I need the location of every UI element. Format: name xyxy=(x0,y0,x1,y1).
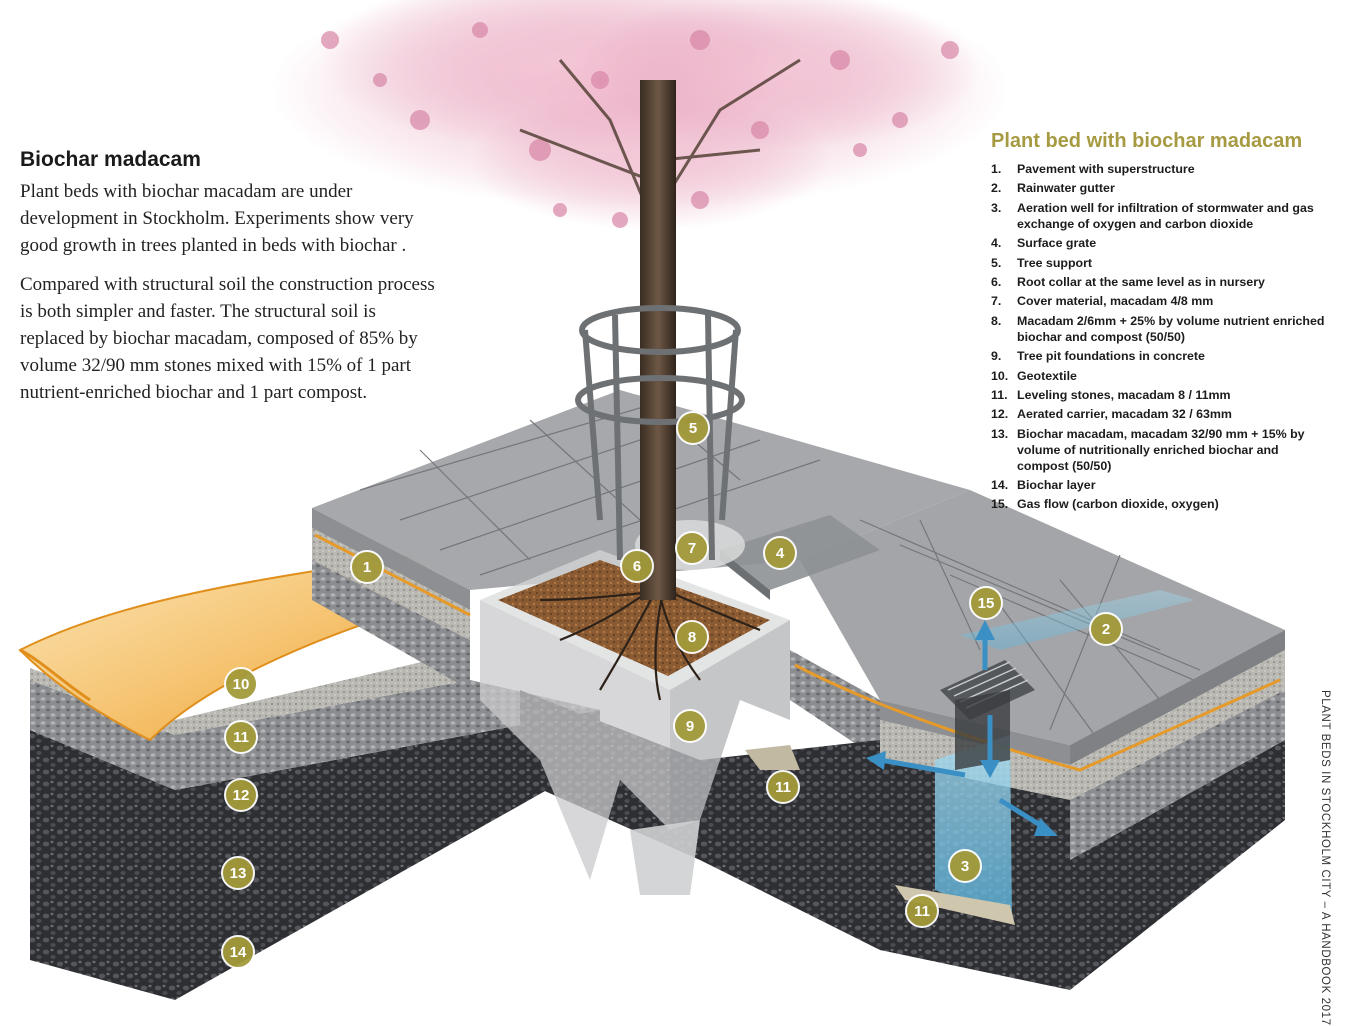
callout-badge-10: 10 xyxy=(224,667,258,701)
legend-item-text: Tree pit foundations in concrete xyxy=(1017,349,1205,364)
callout-badge-11a: 11 xyxy=(224,720,258,754)
legend-item-number: 2. xyxy=(991,181,1002,196)
legend-item-text: Gas flow (carbon dioxide, oxygen) xyxy=(1017,497,1219,512)
callout-badge-label: 11 xyxy=(914,903,930,920)
callout-badge-1: 1 xyxy=(350,550,384,584)
legend-item-text: Macadam 2/6mm + 25% by volume nutrient e… xyxy=(1017,313,1325,344)
legend-item-text: Cover material, macadam 4/8 mm xyxy=(1017,294,1214,309)
callout-badge-13: 13 xyxy=(221,856,255,890)
legend-item: 8. Macadam 2/6mm + 25% by volume nutrient… xyxy=(991,313,1331,345)
legend-item-text: Pavement with superstructure xyxy=(1017,162,1195,176)
legend-item: 2. Rainwater gutter xyxy=(991,180,1331,196)
legend-item-number: 3. xyxy=(991,200,1002,215)
legend-item-text: Leveling stones, macadam 8 / 11mm xyxy=(1017,387,1231,402)
callout-badge-label: 3 xyxy=(961,858,969,875)
callout-badge-label: 13 xyxy=(230,865,247,882)
intro-paragraph-1: Plant beds with biochar macadam are unde… xyxy=(20,181,414,256)
legend-item: 15. Gas flow (carbon dioxide, oxygen) xyxy=(991,496,1331,512)
legend-item: 10. Geotextile xyxy=(991,368,1331,384)
legend-item-number: 8. xyxy=(991,313,1002,328)
callout-badge-label: 8 xyxy=(688,629,696,646)
legend-item-text: Geotextile xyxy=(1017,368,1077,383)
callout-badge-label: 9 xyxy=(686,718,694,735)
callout-badge-label: 4 xyxy=(776,545,785,562)
legend-title: Plant bed with biochar madacam xyxy=(991,130,1303,152)
callout-badge-label: 12 xyxy=(233,787,250,804)
legend-item-text: Surface grate xyxy=(1017,236,1097,251)
legend-list: 1. Pavement with superstructure 2. Rainwate… xyxy=(991,161,1331,512)
callout-badge-label: 1 xyxy=(363,559,371,576)
legend-item-text: Biochar layer xyxy=(1017,478,1096,493)
callout-badge-11b: 11 xyxy=(766,770,800,804)
legend-item: 11. Leveling stones, macadam 8 / 11mm xyxy=(991,387,1331,403)
legend-item-text: Root collar at the same level as in nurs… xyxy=(1017,274,1265,289)
legend-item-text: Tree support xyxy=(1017,255,1093,270)
legend-item: 7. Cover material, macadam 4/8 mm xyxy=(991,293,1331,309)
callout-badge-12: 12 xyxy=(224,778,258,812)
legend-item: 6. Root collar at the same level as in nu… xyxy=(991,274,1331,290)
callout-badge-9: 9 xyxy=(673,709,707,743)
legend-item-number: 15. xyxy=(991,497,1009,512)
callout-badge-2: 2 xyxy=(1089,612,1123,646)
legend-item: 1. Pavement with superstructure xyxy=(991,161,1331,177)
callout-badge-label: 11 xyxy=(233,729,249,746)
legend-item-text: Rainwater gutter xyxy=(1017,181,1115,196)
legend-item-text: Biochar macadam, macadam 32/90 mm + 15% … xyxy=(1017,426,1305,473)
callout-badge-label: 15 xyxy=(978,595,995,612)
callout-badge-label: 10 xyxy=(233,676,250,693)
legend-item: 9. Tree pit foundations in concrete xyxy=(991,348,1331,364)
legend-item-number: 7. xyxy=(991,294,1002,309)
callout-badge-label: 5 xyxy=(689,420,697,437)
tree-trunk xyxy=(640,80,676,600)
callout-badge-label: 11 xyxy=(775,779,791,796)
callout-badge-8: 8 xyxy=(675,620,709,654)
intro-paragraph-2: Compared with structural soil the constr… xyxy=(20,274,435,403)
legend-item: 3. Aeration well for infiltration of stor… xyxy=(991,200,1331,232)
callout-badge-6: 6 xyxy=(620,549,654,583)
callout-badge-11c: 11 xyxy=(905,894,939,928)
callout-badge-label: 7 xyxy=(688,540,696,557)
tree-support xyxy=(575,305,745,561)
legend-item-number: 1. xyxy=(991,162,1002,176)
intro-text-block: Biochar madacam Plant beds with biochar … xyxy=(20,148,440,418)
callout-badge-label: 2 xyxy=(1102,621,1110,638)
legend-item-number: 10. xyxy=(991,368,1009,383)
legend-item: 5. Tree support xyxy=(991,255,1331,271)
legend-item-number: 6. xyxy=(991,274,1002,289)
callout-badge-15: 15 xyxy=(969,586,1003,620)
intro-heading: Biochar madacam xyxy=(20,148,201,171)
legend-item-number: 5. xyxy=(991,255,1002,270)
legend-item: 4. Surface grate xyxy=(991,235,1331,251)
legend-item-number: 9. xyxy=(991,349,1002,364)
callout-badge-4: 4 xyxy=(763,536,797,570)
callout-badge-7: 7 xyxy=(675,531,709,565)
legend-item-number: 4. xyxy=(991,236,1002,251)
legend-item-text: Aerated carrier, macadam 32 / 63mm xyxy=(1017,407,1232,422)
legend-item-number: 13. xyxy=(991,426,1009,441)
callout-badge-3: 3 xyxy=(948,849,982,883)
callout-badge-label: 6 xyxy=(633,558,641,575)
legend-item: 13. Biochar macadam, macadam 32/90 mm + 1… xyxy=(991,426,1331,474)
footer-vertical-text: PLANT BEDS IN STOCKHOLM CITY – A HANDBOO… xyxy=(1319,690,1331,1026)
legend: Plant bed with biochar madacam 1. Pavemen… xyxy=(991,130,1331,516)
callout-badge-label: 14 xyxy=(230,944,247,961)
callout-badge-5: 5 xyxy=(676,411,710,445)
legend-item-text: Aeration well for infiltration of stormw… xyxy=(1017,200,1314,231)
legend-item-number: 14. xyxy=(991,478,1009,493)
callout-badge-14: 14 xyxy=(221,935,255,969)
legend-item: 12. Aerated carrier, macadam 32 / 63mm xyxy=(991,406,1331,422)
legend-item-number: 12. xyxy=(991,407,1009,422)
legend-item: 14. Biochar layer xyxy=(991,477,1331,493)
legend-item-number: 11. xyxy=(991,387,1008,402)
